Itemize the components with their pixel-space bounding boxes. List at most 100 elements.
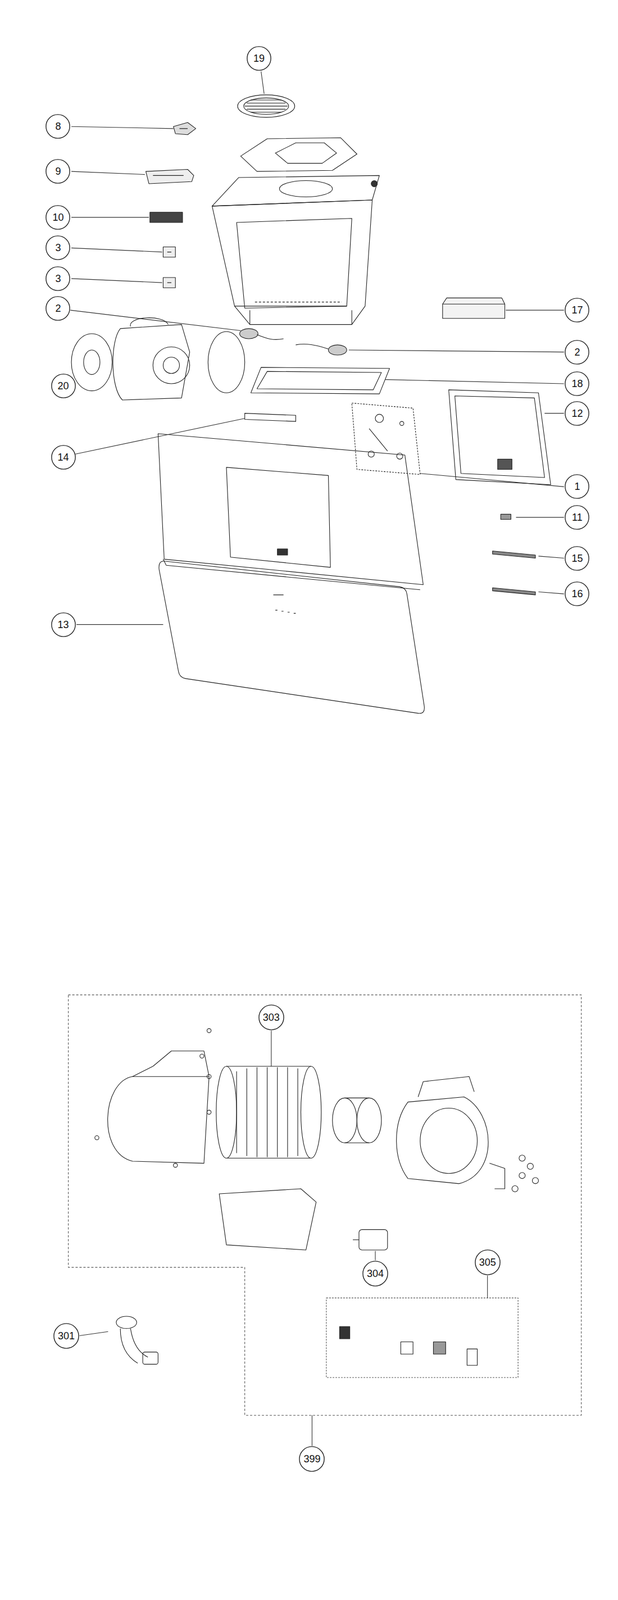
callout-circle: 13 (51, 612, 76, 638)
drawing-stroke (237, 94, 295, 118)
drawing-stroke (142, 1352, 158, 1365)
parts-outline (326, 1297, 518, 1378)
drawing-stroke (68, 71, 582, 1447)
callout-ring (46, 159, 70, 184)
filter (251, 367, 390, 394)
drawing-stroke (212, 200, 373, 325)
impeller (216, 1066, 322, 1158)
drawing-stroke (200, 1053, 204, 1058)
callout-circle: 16 (564, 581, 590, 607)
drawing-stroke (120, 1328, 148, 1364)
drawing-stroke (79, 1331, 109, 1336)
callout-ring (46, 296, 70, 320)
drawing-stroke (538, 591, 564, 594)
callout-number: 15 (571, 553, 583, 564)
drawing-stroke (206, 1074, 211, 1079)
drawing-stroke (130, 317, 168, 327)
callout-ring (299, 1446, 325, 1472)
assembly-outline (68, 994, 582, 1416)
glass-panel (158, 561, 425, 714)
callout-ring (565, 298, 589, 322)
callout-ring (46, 114, 70, 139)
callout-number: 20 (57, 380, 70, 392)
drawing-stroke (351, 402, 421, 475)
drawing-stroke (112, 324, 190, 401)
drawing-stroke (152, 1051, 209, 1077)
callout-ring (247, 46, 271, 70)
callout-number: 17 (571, 305, 583, 316)
callout-circle: 20 (51, 373, 76, 399)
drawing-stroke (487, 1275, 488, 1298)
callout-ring (565, 546, 589, 570)
front-panel (157, 433, 424, 590)
drawing-stroke (75, 418, 245, 455)
callout-ring (565, 340, 589, 365)
capacitor (352, 1229, 388, 1251)
drawing-stroke (270, 1030, 272, 1067)
callout-ring (258, 1005, 284, 1030)
drawing-stroke (348, 350, 565, 353)
drawing-stroke (538, 556, 564, 559)
callout-circle: 1 (564, 474, 590, 499)
drawing-stroke (400, 1341, 413, 1354)
drawing-stroke (256, 334, 284, 340)
right-housing (396, 1076, 539, 1192)
drawing-stroke (212, 175, 380, 206)
drawing-stroke (236, 218, 352, 309)
drawing-stroke (261, 71, 265, 94)
callout-circle: 19 (246, 46, 272, 71)
drawing-stroke (511, 1185, 518, 1193)
callout-ring (475, 1250, 501, 1275)
hardware-kit (351, 402, 421, 475)
drawing-stroke (466, 1348, 477, 1366)
callout-circle: 9 (45, 158, 71, 184)
grease-filter (448, 389, 552, 485)
drawing-stroke (226, 1066, 312, 1158)
drawing-stroke (71, 126, 174, 129)
drawing-stroke (300, 1066, 321, 1158)
drawing-stroke (433, 1341, 446, 1354)
drawing-stroke (417, 1076, 475, 1097)
lamp-holder (116, 1316, 158, 1365)
drawing-stroke (277, 548, 288, 556)
drawing-stroke (244, 100, 288, 113)
callout-number: 303 (262, 1012, 280, 1023)
lamp (295, 343, 347, 356)
callout-ring (51, 373, 75, 398)
callout-number: 3 (55, 273, 61, 284)
top-plate (240, 137, 357, 172)
light-switch (150, 212, 183, 223)
drawing-stroke (505, 310, 564, 311)
drawing-stroke (206, 1110, 211, 1115)
drawing-stroke (526, 1163, 534, 1170)
drawing-stroke (116, 1316, 137, 1329)
drawing-stroke (544, 412, 564, 414)
callout-number: 3 (55, 242, 61, 253)
callout-circle: 2 (564, 339, 590, 365)
callout-circle: 399 (298, 1446, 325, 1472)
drawing-stroke (255, 301, 342, 303)
drawing-stroke (489, 1163, 505, 1189)
drawing-stroke (94, 1135, 99, 1140)
callout-circle: 17 (564, 297, 590, 323)
callout-number: 2 (55, 303, 61, 314)
callout-number: 399 (303, 1453, 321, 1465)
callout-circle: 303 (258, 1004, 285, 1031)
drawing-stroke (519, 1172, 526, 1179)
callout-circle: 301 (53, 1323, 80, 1349)
leader-lines (70, 71, 565, 1447)
callout-circle: 14 (51, 444, 76, 470)
drawing-stroke (157, 433, 424, 585)
drawing-stroke (70, 310, 241, 331)
callout-ring (565, 401, 589, 425)
connector-parts (339, 1326, 477, 1366)
drawing-stroke (311, 1415, 313, 1446)
callout-number: 2 (574, 347, 580, 358)
callout-ring (565, 505, 589, 530)
callout-number: 1 (574, 481, 580, 492)
callout-number: 11 (571, 512, 583, 523)
drawing-stroke (71, 216, 149, 218)
drawing-stroke (173, 1163, 178, 1168)
drawing-stroke (497, 459, 512, 470)
